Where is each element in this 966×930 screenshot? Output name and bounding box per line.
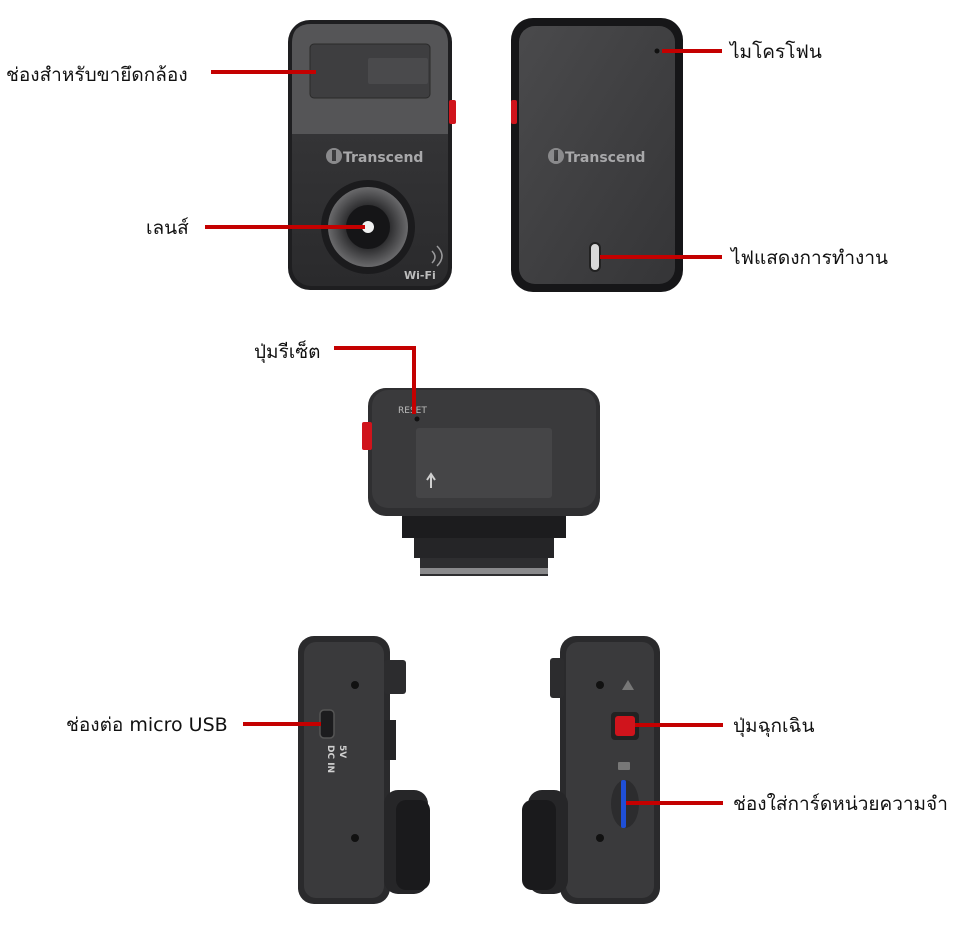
label-micro-usb: ช่องต่อ micro USB — [66, 714, 228, 736]
front-view — [288, 20, 456, 290]
brand-text-back: Transcend — [565, 150, 645, 166]
label-mount-slot: ช่องสำหรับขายึดกล้อง — [6, 64, 188, 86]
label-reset-button: ปุ่มรีเซ็ต — [254, 341, 321, 363]
label-status-led: ไฟแสดงการทำงาน — [731, 247, 888, 269]
microphone-hole-icon — [654, 48, 660, 54]
warning-icon — [622, 680, 634, 690]
label-emergency-button: ปุ่มฉุกเฉิน — [733, 715, 815, 737]
leader-reset-vertical — [412, 346, 416, 414]
port-text-dcin: DC IN — [325, 745, 335, 773]
port-text-voltage: 5V — [337, 745, 347, 758]
card-icon — [618, 762, 630, 770]
top-view — [362, 388, 600, 576]
leader-card-slot — [626, 801, 723, 805]
right-side-view — [522, 636, 660, 904]
label-lens: เลนส์ — [146, 217, 189, 239]
label-card-slot: ช่องใส่การ์ดหน่วยความจำ — [733, 793, 948, 815]
arrow-up-icon — [426, 472, 436, 488]
card-slot-icon — [621, 780, 626, 828]
wifi-text: Wi-Fi — [404, 269, 436, 282]
leader-lens — [205, 225, 365, 229]
wifi-icon — [431, 245, 443, 267]
leader-emergency — [635, 723, 723, 727]
leader-status-led — [600, 255, 722, 259]
usb-port-icon — [319, 709, 335, 739]
back-view — [511, 18, 683, 292]
leader-micro-usb — [243, 722, 321, 726]
emergency-button[interactable] — [615, 716, 635, 736]
leader-microphone — [662, 49, 722, 53]
left-side-view — [298, 636, 430, 904]
reset-hole-icon — [414, 416, 420, 422]
label-microphone: ไมโครโฟน — [730, 41, 822, 63]
status-led-icon — [589, 242, 601, 272]
brand-text-front: Transcend — [343, 150, 423, 166]
leader-mount-slot — [211, 70, 316, 74]
leader-reset-horizontal — [334, 346, 416, 350]
